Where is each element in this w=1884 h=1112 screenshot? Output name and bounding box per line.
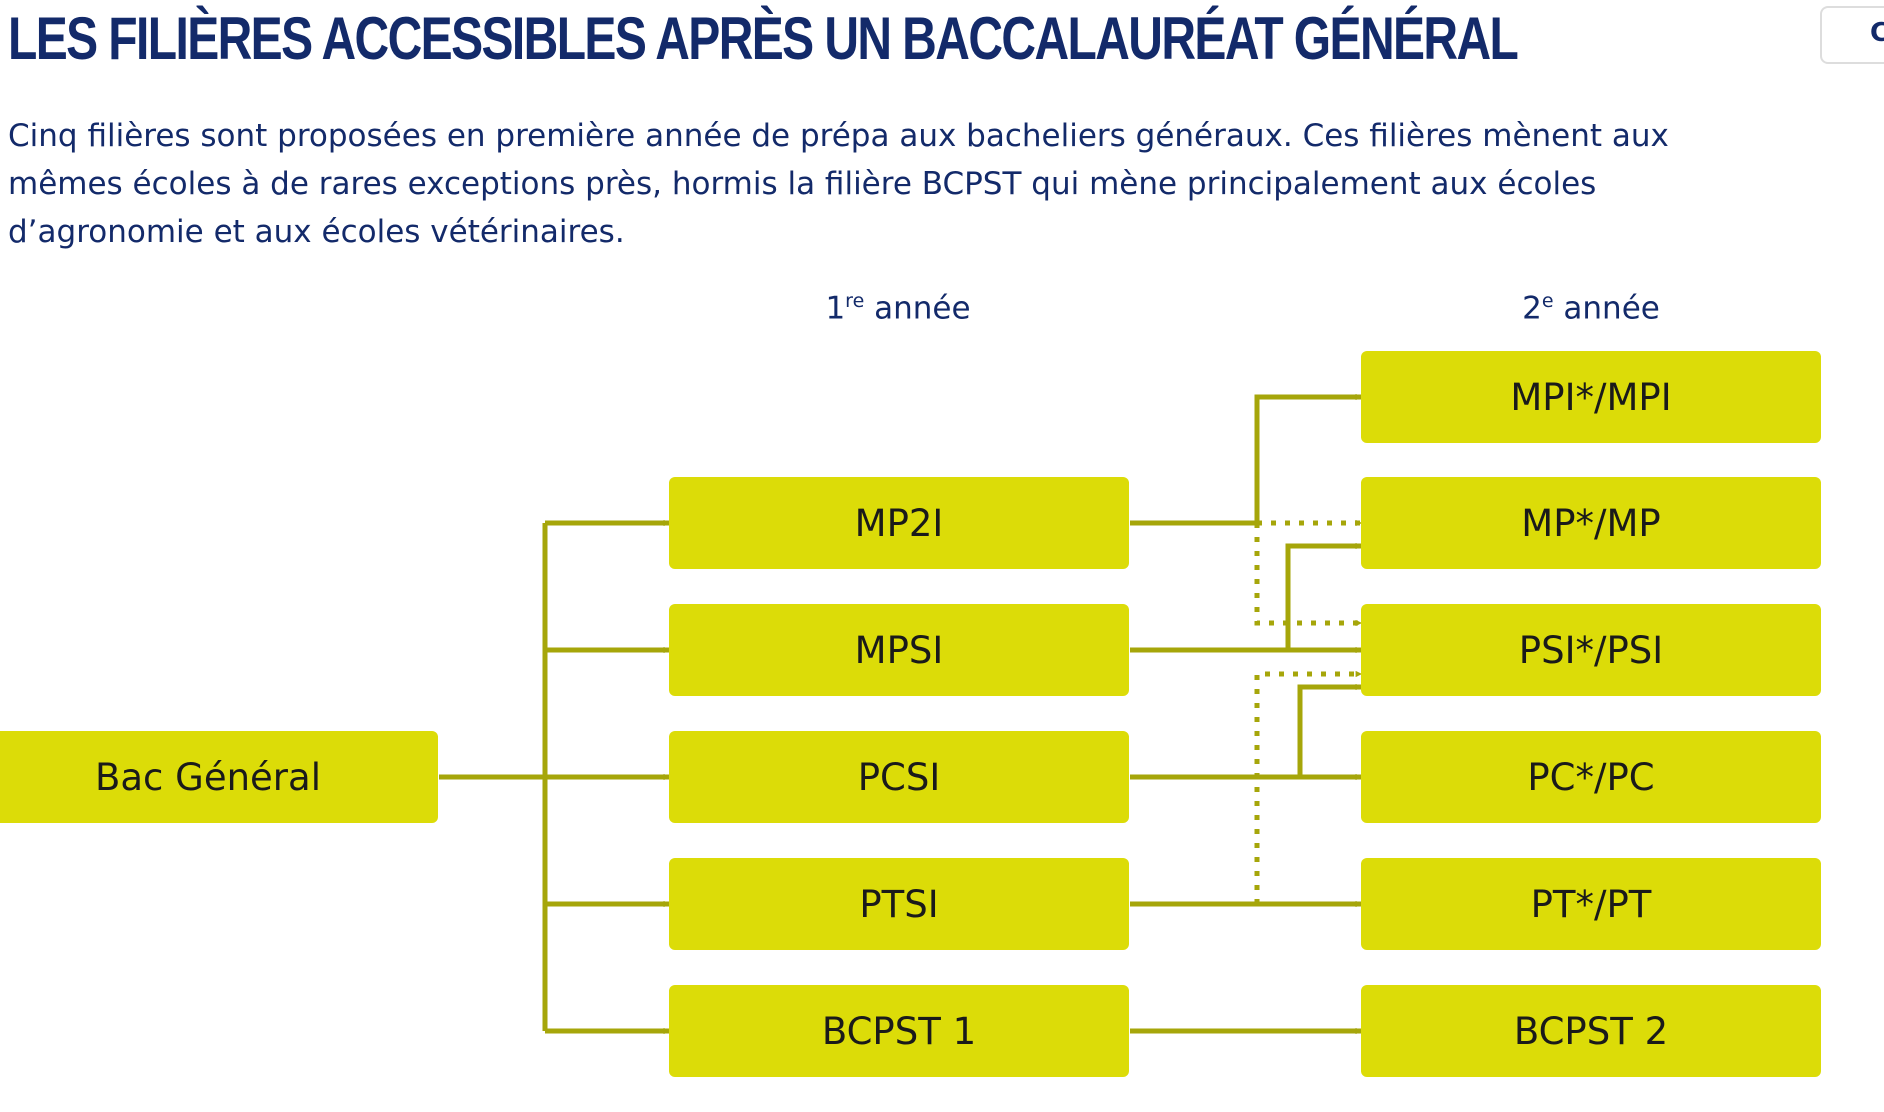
link-mp2i-to-psi: [1254, 523, 1362, 627]
page-title: LES FILIÈRES ACCESSIBLES APRÈS UN BACCAL…: [8, 5, 1519, 72]
intro-paragraph: Cinq filières sont proposées en première…: [8, 118, 1669, 250]
node-mpsi: MPSI: [669, 604, 1129, 696]
corner-button-label: C: [1870, 18, 1884, 48]
node-label: MP2I: [854, 501, 944, 545]
link-mpsi-to-mp: [1285, 542, 1362, 650]
first-year-label: année: [864, 290, 971, 327]
node-pt: PT*/PT: [1361, 858, 1821, 950]
node-pc: PC*/PC: [1361, 731, 1821, 823]
node-label: PCSI: [857, 755, 941, 799]
link-ptsi-to-psi: [1254, 670, 1362, 904]
first-year-ordinal: re: [845, 290, 865, 312]
first-year-number: 1: [825, 290, 846, 327]
node-ptsi: PTSI: [669, 858, 1129, 950]
node-label: PSI*/PSI: [1518, 628, 1664, 672]
node-bcpst-2: BCPST 2: [1361, 985, 1821, 1077]
node-pcsi: PCSI: [669, 731, 1129, 823]
node-psi: PSI*/PSI: [1361, 604, 1821, 696]
node-label: MP*/MP: [1521, 501, 1661, 545]
node-label: PT*/PT: [1530, 882, 1652, 926]
node-label: Bac Général: [95, 755, 321, 799]
node-label: MPI*/MPI: [1510, 375, 1672, 419]
corner-button[interactable]: C: [1820, 6, 1884, 64]
node-bac-general: Bac Général: [0, 731, 438, 823]
node-bcpst-1: BCPST 1: [669, 985, 1129, 1077]
node-mp: MP*/MP: [1361, 477, 1821, 569]
node-label: PC*/PC: [1527, 755, 1655, 799]
second-year-number: 2: [1522, 290, 1542, 327]
link-mp2i-to-mpi: [1130, 393, 1362, 526]
node-label: BCPST 2: [1513, 1009, 1669, 1053]
column-header-first-year: 1re année: [668, 290, 1128, 326]
node-label: BCPST 1: [821, 1009, 977, 1053]
node-mpi: MPI*/MPI: [1361, 351, 1821, 443]
node-mp2i: MP2I: [669, 477, 1129, 569]
link-pcsi-to-psi: [1297, 683, 1362, 777]
column-header-second-year: 2e année: [1361, 290, 1821, 326]
second-year-ordinal: e: [1541, 290, 1554, 312]
node-label: PTSI: [859, 882, 939, 926]
second-year-label: année: [1553, 290, 1660, 327]
node-label: MPSI: [854, 628, 944, 672]
